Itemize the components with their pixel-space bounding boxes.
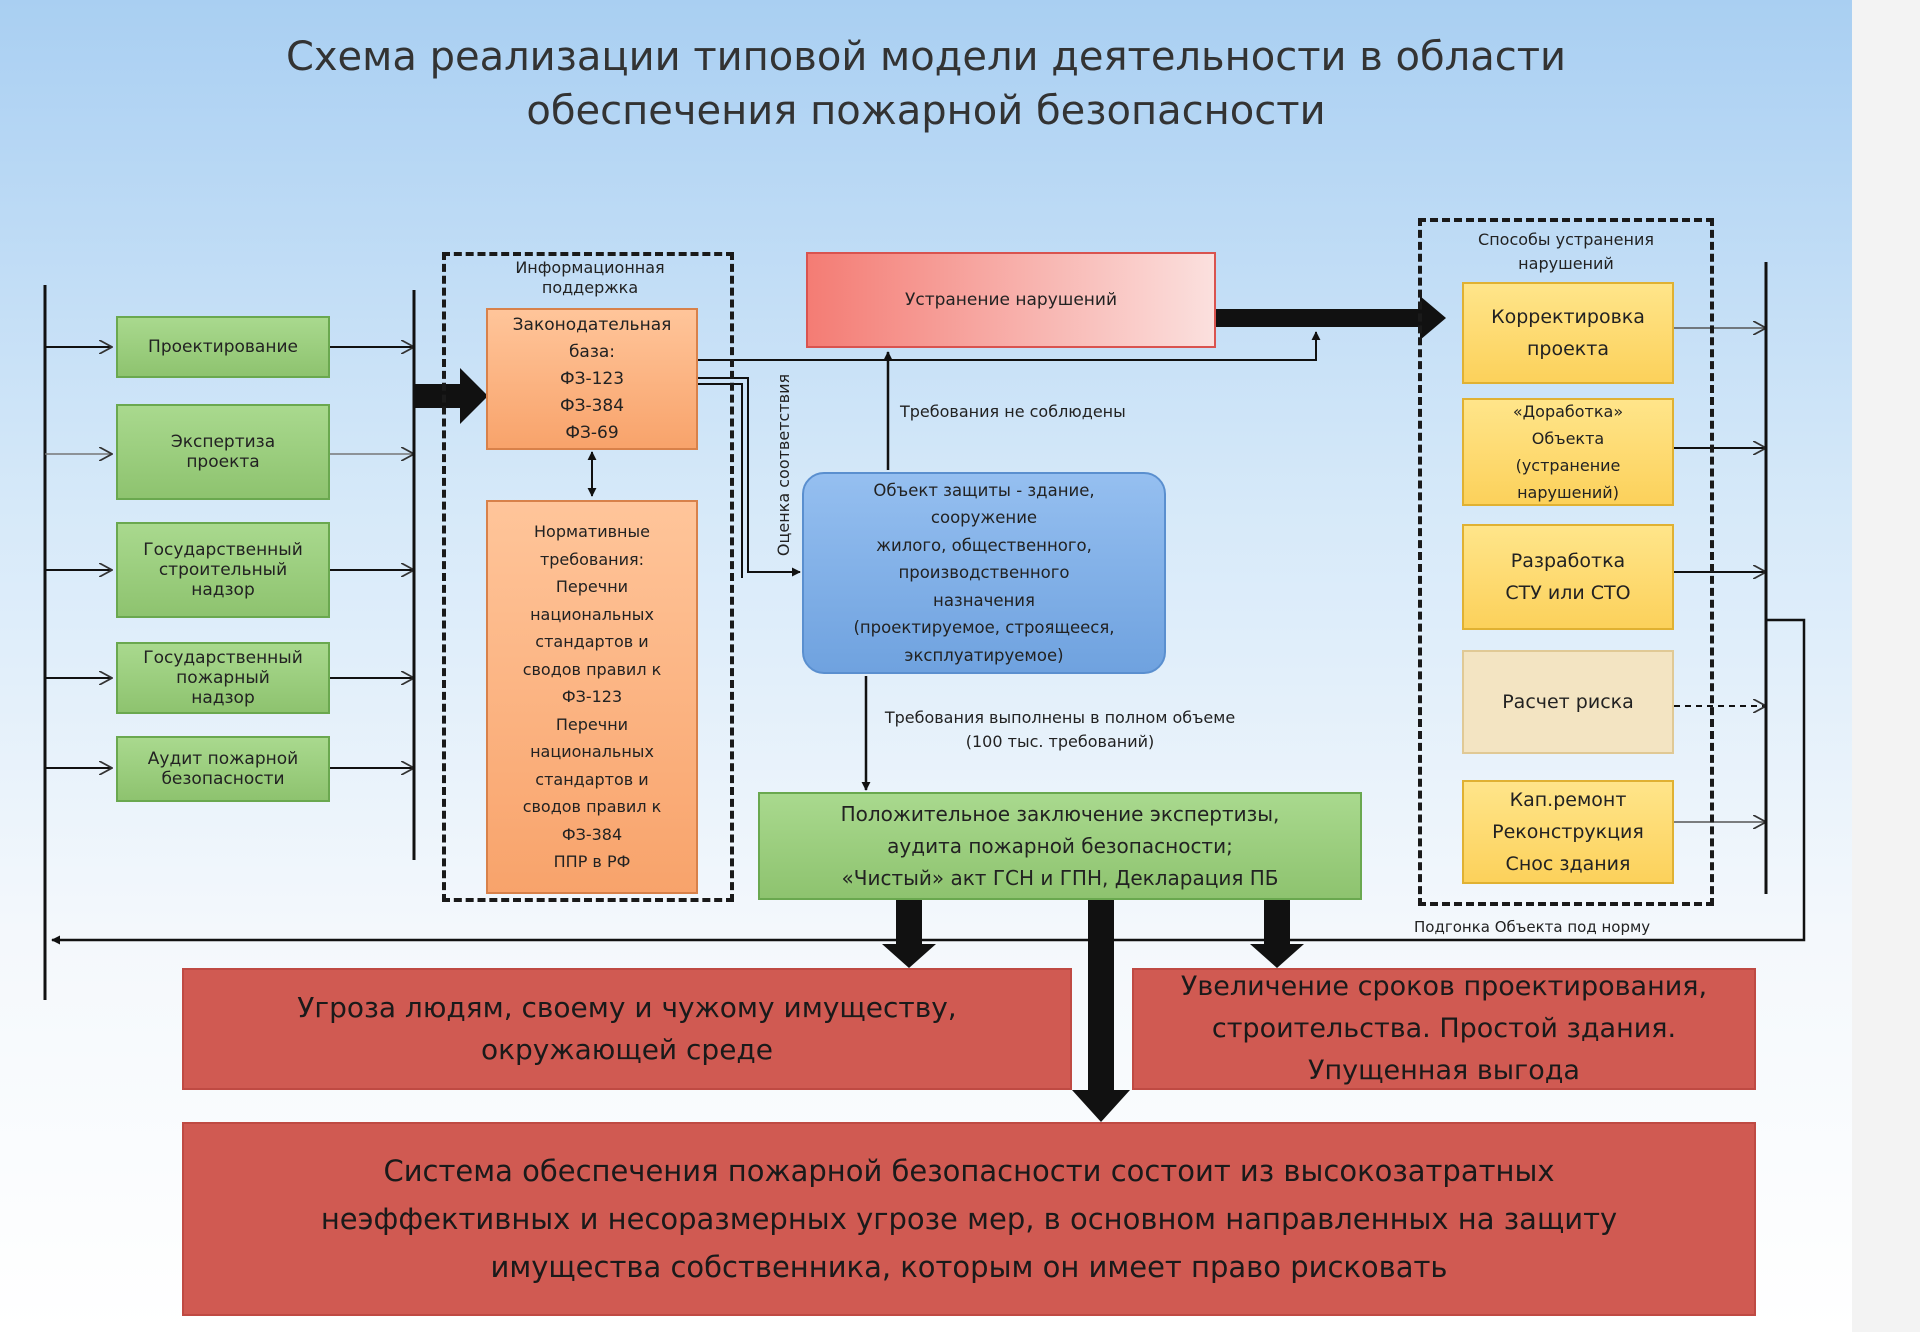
legislative-base-box: Законодательная база: ФЗ-123 ФЗ-384 ФЗ-6…: [486, 308, 698, 450]
remedy-risk-calculation-box: Расчет риска: [1462, 650, 1674, 754]
remedy-project-correction-box: Корректировка проекта: [1462, 282, 1674, 384]
info-support-frame: [442, 252, 734, 902]
threat-outcome-box: Угроза людям, своему и чужому имуществу,…: [182, 968, 1072, 1090]
diagram-title: Схема реализации типовой модели деятельн…: [285, 34, 1567, 134]
connector: [698, 383, 743, 578]
remedy-stu-sto-box: Разработка СТУ или СТО: [1462, 524, 1674, 630]
thick-arrow-right: [414, 368, 488, 424]
thick-arrow-down: [882, 900, 936, 968]
return-loop-line: [51, 618, 1806, 945]
fire-supervision-box: Государственный пожарный надзор: [116, 642, 330, 714]
requirements-met-label: Требования выполнены в полном объеме (10…: [884, 708, 1236, 751]
violations-fix-box: Устранение нарушений: [806, 252, 1216, 348]
fit-object-label: Подгонка Объекта под норму: [1414, 918, 1651, 936]
connector: [698, 377, 801, 577]
thick-arrow-down: [1250, 900, 1304, 968]
remedies-label: Способы устранения нарушений: [1478, 230, 1654, 273]
connector-layer: [43, 262, 1806, 1122]
conclusion-box: Система обеспечения пожарной безопасност…: [182, 1122, 1756, 1316]
remedy-object-rework-box: «Доработка» Объекта (устранение нарушени…: [1462, 398, 1674, 506]
expertise-box: Экспертиза проекта: [116, 404, 330, 500]
construction-supervision-box: Государственный строительный надзор: [116, 522, 330, 618]
normative-requirements-box: Нормативные требования: Перечни национал…: [486, 500, 698, 894]
info-support-label: Информационная поддержка: [515, 258, 665, 297]
design-box: Проектирование: [116, 316, 330, 378]
delay-outcome-box: Увеличение сроков проектирования, строит…: [1132, 968, 1756, 1090]
window-margin: [1852, 0, 1920, 1332]
protected-object-box: Объект защиты - здание, сооружение жилог…: [802, 472, 1166, 674]
thick-arrow-right: [1216, 296, 1446, 340]
thick-arrow-down: [1072, 900, 1130, 1122]
remedies-frame: [1418, 218, 1714, 906]
fire-audit-box: Аудит пожарной безопасности: [116, 736, 330, 802]
remedy-major-repair-box: Кап.ремонт Реконструкция Снос здания: [1462, 780, 1674, 884]
positive-conclusion-box: Положительное заключение экспертизы, ауд…: [758, 792, 1362, 900]
connector: [698, 331, 1321, 361]
requirements-not-met-label: Требования не соблюдены: [900, 402, 1126, 421]
conformity-label: Оценка соответствия: [774, 373, 793, 557]
